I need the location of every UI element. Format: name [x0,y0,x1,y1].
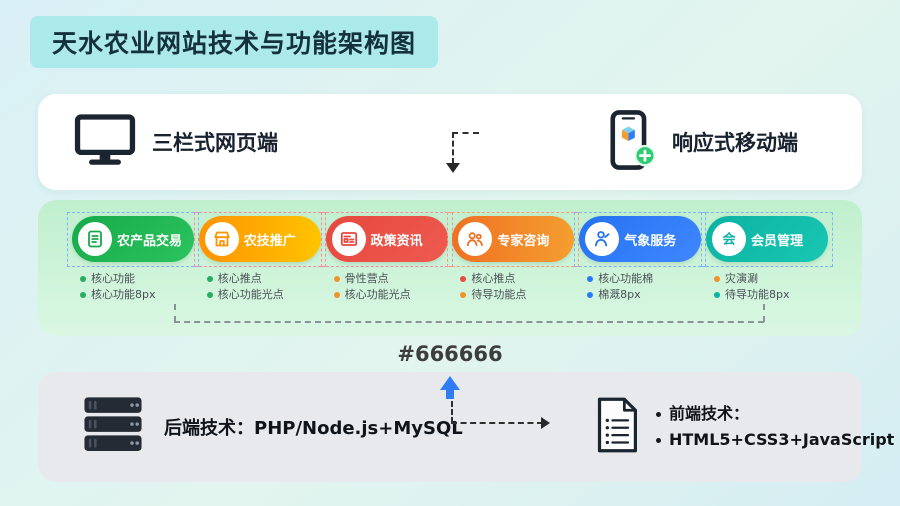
news-icon [331,222,366,256]
modules-panel: 农产品交易 核心功能 核心功能8px [38,200,862,336]
bullet-dot [80,292,86,298]
bracket-horizontal [174,321,764,323]
feature-bullet: 核心功能光点 [206,287,321,303]
module-trade: 农产品交易 核心功能 核心功能8px [67,212,199,303]
bullet-dot [460,292,467,298]
module-label: 政策资讯 [370,233,423,249]
bullet-text: 核心功能光点 [217,288,284,301]
feature-bullet: 核心推点 [206,271,321,287]
module-policy-news: 政策资讯 骨性营点 核心功能光点 [320,212,453,303]
web-client-block: 三栏式网页端 [74,94,278,190]
module-agritech-promo: 农技推广 核心推点 核心功能光点 [193,212,326,303]
bullet-text: 核心推点 [217,272,262,285]
module-label: 专家咨询 [497,233,550,249]
bullet-text: 骨性营点 [344,272,389,285]
member-icon: 会 [711,222,746,256]
bullet-text: 核心功能8px [91,288,156,301]
flow-connector-top-drop [452,132,454,164]
module-label: 会员管理 [750,233,803,249]
feature-bullet: 灾演涮 [713,271,828,287]
bullet-dot [460,276,467,282]
module-label: 气象服务 [624,233,677,249]
frontend-block: 前端技术： HTML5+CSS3+JavaScript [594,372,894,482]
frontend-stack: HTML5+CSS3+JavaScript [669,430,895,449]
bullet-text: 灾演涮 [724,272,758,285]
feature-bullet: 核心推点 [460,271,574,287]
backend-label: 后端技术：PHP/Node.js+MySQL [164,418,463,439]
module-label: 农产品交易 [117,233,183,249]
page-title: 天水农业网站技术与功能架构图 [30,16,439,68]
mobile-client-block: 响应式移动端 [610,94,798,190]
bullet-dot [80,276,86,282]
bullet-dot [206,292,213,298]
frontend-title: 前端技术： [669,404,750,423]
module-pill: 会 会员管理 [705,216,828,262]
bullet-text: 核心功能棉 [598,272,654,285]
frontend-stack-row: HTML5+CSS3+JavaScript [656,429,894,451]
feature-bullet: 骨性营点 [333,271,448,287]
bullet-dot [713,292,720,298]
flow-connector-bottom-drop [451,401,453,423]
bullet-dot [333,292,340,298]
module-pill: 农技推广 [198,216,321,262]
bullet-text: 棉溉8px [598,288,641,301]
feature-bullet: 棉溉8px [587,287,701,303]
feature-bullet: 核心功能棉 [587,271,701,287]
module-pill: 政策资讯 [325,216,448,262]
web-client-label: 三栏式网页端 [152,131,278,155]
backend-block: 后端技术：PHP/Node.js+MySQL [78,372,463,482]
arrow-down-icon [446,163,460,173]
feature-bullet: 核心功能光点 [333,287,448,303]
store-icon [204,222,239,256]
devices-panel: 三栏式网页端 响应式移动端 [38,94,862,190]
feature-bullet: 核心功能8px [80,287,194,303]
bullet-text: 待导功能8px [724,288,790,301]
frontend-title-row: 前端技术： [656,403,894,425]
bullet-dot [587,276,594,282]
arrow-up-icon [440,376,460,390]
feature-bullet: 待导功能点 [460,287,574,303]
module-expert-consult: 专家咨询 核心推点 待导功能点 [447,212,580,303]
bullet-dot [713,276,720,282]
bullet-dot [206,276,213,282]
mobile-client-label: 响应式移动端 [672,131,798,155]
document-file-icon [594,396,640,458]
module-pill: 农产品交易 [72,216,194,262]
feature-bullet: 核心功能 [80,271,194,287]
person-icon [585,222,620,256]
mobile-phone-icon [610,109,656,175]
arrow-up-stem [446,389,454,399]
bullet-dot [587,292,594,298]
module-weather-service: 气象服务 核心功能棉 棉溉8px [574,212,707,303]
svg-text:会: 会 [722,232,736,248]
module-label: 农技推广 [243,233,296,249]
hex-color-label: #666666 [397,342,503,366]
document-icon [78,222,112,256]
module-pill: 专家咨询 [452,216,575,262]
bullet-text: 待导功能点 [471,288,527,301]
module-pill: 气象服务 [579,216,702,262]
arrow-right-icon [541,417,550,429]
monitor-icon [74,113,136,171]
bullet-dot [656,411,661,417]
flow-connector-bottom [451,422,543,424]
experts-icon [458,222,493,256]
server-icon [78,393,148,461]
feature-bullet: 待导功能8px [713,287,828,303]
bracket-left [174,304,176,322]
bullet-dot [656,437,661,443]
bullet-text: 核心功能光点 [344,288,411,301]
module-member-mgmt: 会 会员管理 灾演涮 待导功能8px [700,212,833,303]
bullet-text: 核心推点 [471,272,516,285]
bullet-text: 核心功能 [91,272,135,285]
flow-connector-top [452,132,479,134]
bracket-right [763,304,765,322]
bullet-dot [333,276,340,282]
